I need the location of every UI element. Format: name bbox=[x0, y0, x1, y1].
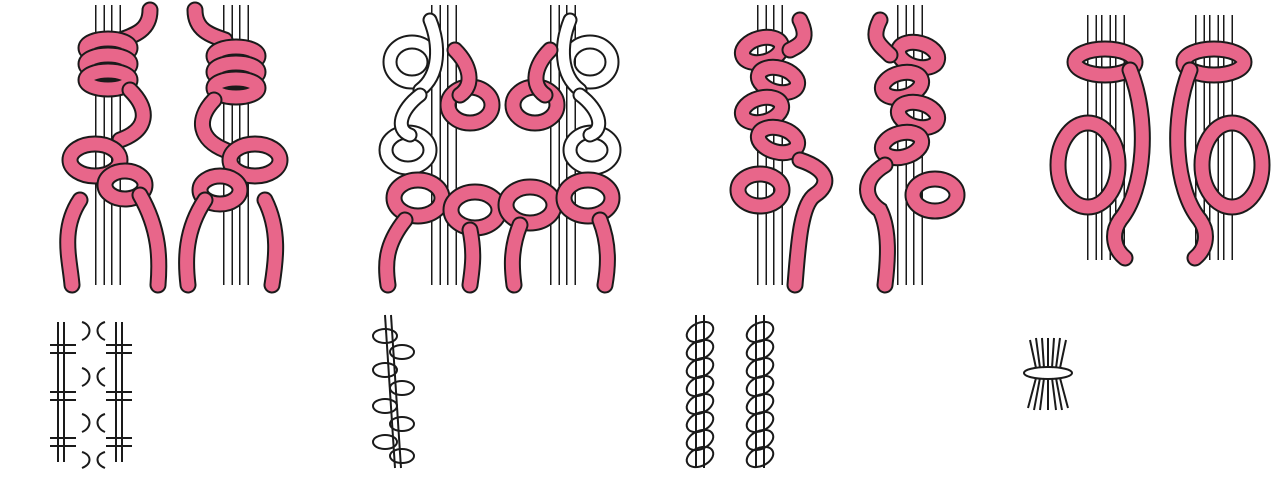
panel-spiral-half-knot bbox=[738, 5, 957, 285]
knot-strand-left bbox=[1058, 15, 1142, 260]
knot-strand-right bbox=[506, 5, 614, 285]
spiral-chain-symbol bbox=[684, 315, 777, 471]
ladder-symbol bbox=[50, 322, 132, 468]
knot-strand-right bbox=[1178, 15, 1262, 260]
panel-lark-head-sinnet bbox=[68, 5, 280, 285]
panel-gathering-knot bbox=[1058, 15, 1262, 260]
loop-chain-symbol bbox=[373, 315, 414, 468]
knot-strand-left bbox=[386, 5, 499, 285]
knot-strand-left bbox=[738, 5, 825, 285]
knot-strand-left bbox=[68, 5, 159, 285]
knot-strand-right bbox=[187, 5, 280, 285]
bundle-symbol bbox=[1024, 338, 1072, 410]
knot-strand-right bbox=[868, 5, 958, 285]
panel-alternating-half-hitch bbox=[386, 5, 614, 285]
